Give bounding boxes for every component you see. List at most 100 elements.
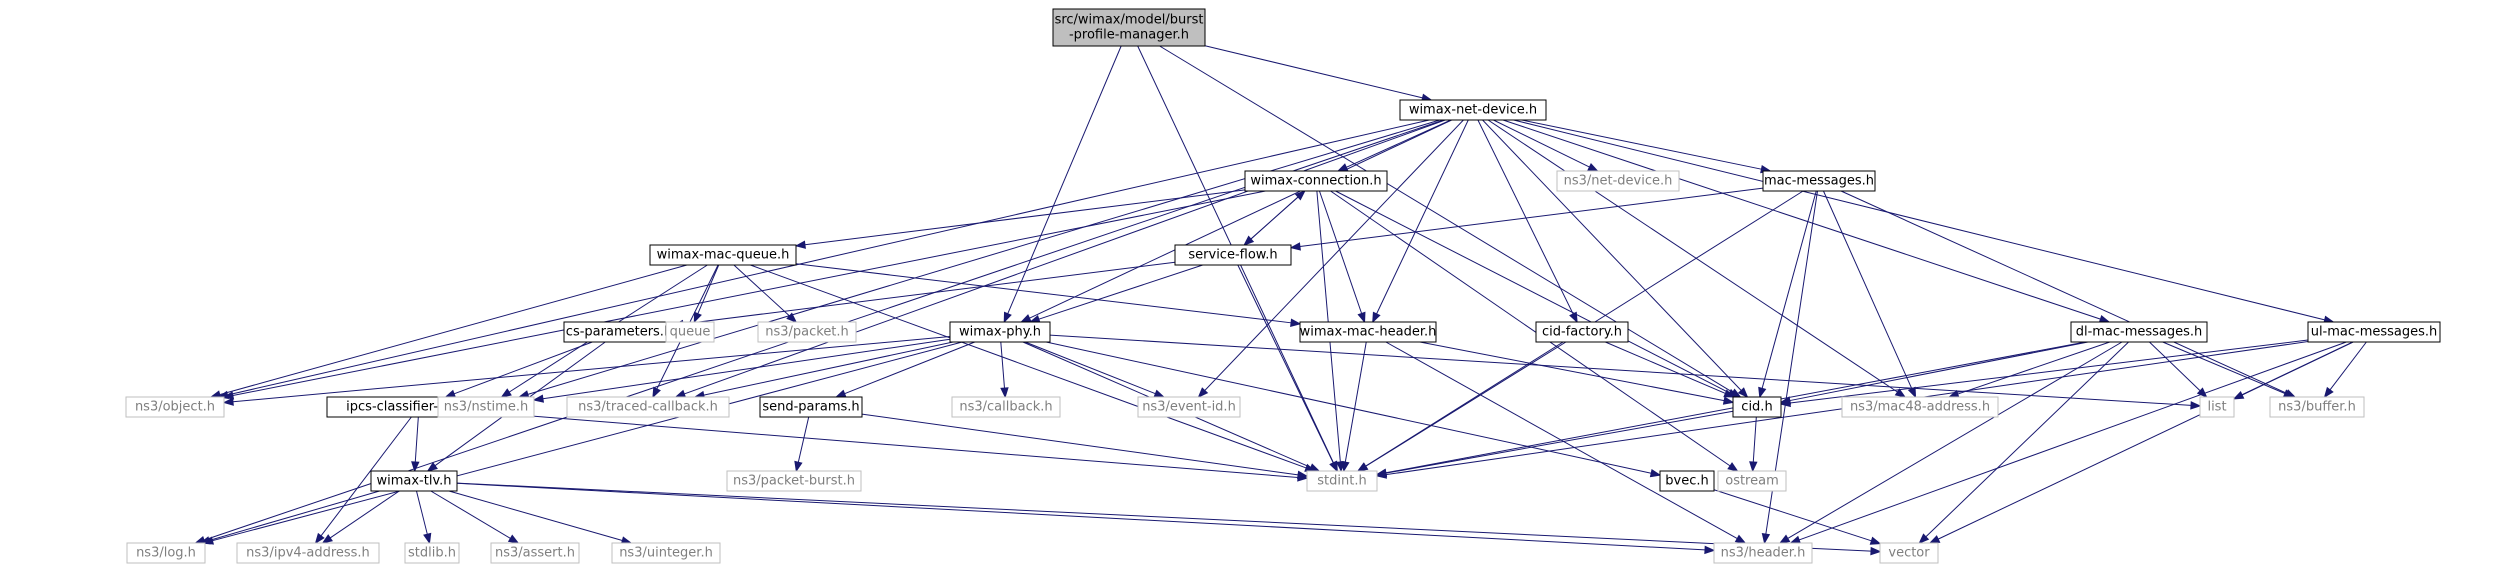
node-label: ns3/callback.h <box>959 400 1052 415</box>
edge-arrowhead <box>444 389 457 398</box>
edge-line <box>1029 119 1452 319</box>
edge-arrowhead <box>1749 461 1758 473</box>
edge-line <box>1713 489 1872 542</box>
edge-ipcs-classifier-record-to-wimax-tlv <box>411 416 420 473</box>
edge-bvec-to-vector <box>1713 489 1882 545</box>
node-label: send-params.h <box>762 400 859 415</box>
node-dl-mac-messages[interactable]: dl-mac-messages.h <box>2070 321 2208 343</box>
node-label: wimax-mac-header.h <box>1300 325 1437 340</box>
node-cs-parameters[interactable]: cs-parameters.h <box>563 321 675 343</box>
edge-arrowhead <box>1778 534 1791 544</box>
node-ul-mac-messages[interactable]: ul-mac-messages.h <box>2307 321 2441 343</box>
node-box <box>2269 396 2365 418</box>
node-cid[interactable]: cid.h <box>1732 396 1782 418</box>
node-mac-messages[interactable]: mac-messages.h <box>1762 170 1876 192</box>
edge-wimax-connection-to-ostream <box>1330 190 1739 472</box>
node-cid-factory[interactable]: cid-factory.h <box>1535 321 1629 343</box>
node-label: ns3/net-device.h <box>1564 174 1673 189</box>
node-ns3-callback: ns3/callback.h <box>951 396 1061 418</box>
edge-wimax-connection-to-wimax-mac-queue <box>794 189 1246 249</box>
edge-arrowhead <box>500 388 512 398</box>
node-box <box>126 542 206 564</box>
edge-line <box>1007 45 1122 314</box>
node-label: ns3/packet.h <box>765 325 849 340</box>
node-wimax-mac-queue[interactable]: wimax-mac-queue.h <box>649 244 797 266</box>
node-wimax-net-device[interactable]: wimax-net-device.h <box>1399 99 1547 121</box>
edge-service-flow-to-stdint <box>1237 264 1338 473</box>
edge-line <box>219 264 688 396</box>
edge-line <box>510 413 1299 478</box>
node-box <box>611 542 721 564</box>
edge-line <box>212 341 963 542</box>
edge-line <box>448 490 623 542</box>
edge-wimax-tlv-to-ns3-assert <box>430 490 520 544</box>
edge-wimax-tlv-to-vector <box>456 482 1882 556</box>
edge-arrowhead <box>834 389 847 398</box>
edge-line <box>844 341 975 395</box>
node-bvec[interactable]: bvec.h <box>1659 470 1715 492</box>
node-queue: queue <box>665 321 715 343</box>
edges-layer <box>194 45 2367 556</box>
edge-root-to-wimax-phy <box>1003 45 1122 324</box>
edge-arrowhead <box>1294 190 1306 201</box>
edge-line <box>1046 341 1652 474</box>
edge-wimax-net-device-to-cid <box>1482 119 1749 398</box>
edge-mac-messages-to-ns3-mac48-address <box>1823 190 1917 399</box>
edge-wimax-phy-to-ns3-object <box>222 336 951 406</box>
node-label: wimax-connection.h <box>1250 174 1381 189</box>
node-wimax-phy[interactable]: wimax-phy.h <box>949 321 1051 343</box>
node-box <box>1841 396 1999 418</box>
edge-line <box>1038 264 1203 320</box>
node-label: cid.h <box>1741 400 1772 415</box>
edge-line <box>1840 190 2287 394</box>
node-box <box>1762 170 1876 192</box>
node-wimax-mac-header[interactable]: wimax-mac-header.h <box>1299 321 1437 343</box>
edge-wimax-tlv-to-ns3-uinteger <box>448 490 633 545</box>
edge-wimax-net-device-to-wimax-mac-header <box>1372 119 1469 324</box>
node-ns3-packet: ns3/packet.h <box>757 321 857 343</box>
edge-arrowhead <box>1290 318 1302 327</box>
edge-wimax-connection-to-cid <box>1335 190 1739 398</box>
node-wimax-tlv[interactable]: wimax-tlv.h <box>370 470 458 492</box>
node-label: ns3/mac48-address.h <box>1850 400 1990 415</box>
node-wimax-connection[interactable]: wimax-connection.h <box>1244 170 1388 192</box>
node-service-flow[interactable]: service-flow.h <box>1174 244 1292 266</box>
edge-dl-mac-messages-to-vector <box>1918 341 2129 544</box>
node-label: ns3/object.h <box>135 400 215 415</box>
edge-arrowhead <box>1894 388 1907 398</box>
node-label: list <box>2207 400 2226 415</box>
edge-wimax-mac-queue-to-wimax-mac-header <box>795 263 1302 327</box>
node-box <box>490 542 580 564</box>
edge-wimax-connection-to-ns3-object <box>222 190 1266 400</box>
edge-service-flow-to-wimax-connection <box>1243 190 1306 246</box>
edge-line <box>430 490 511 539</box>
edge-line <box>1605 341 1726 394</box>
edge-line <box>1049 334 2192 406</box>
node-ns3-packet-burst: ns3/packet-burst.h <box>726 470 862 492</box>
edge-arrowhead <box>411 461 420 473</box>
edge-arrowhead <box>2190 401 2202 410</box>
edge-arrowhead <box>1734 534 1747 544</box>
edge-arrowhead <box>1356 462 1369 472</box>
node-box <box>2199 396 2235 418</box>
edge-wimax-phy-to-ns3-traced-callback <box>693 341 954 400</box>
edge-arrowhead <box>1758 386 1767 399</box>
node-box <box>437 396 535 418</box>
node-label: ns3/log.h <box>136 546 196 561</box>
edge-arrowhead <box>1372 311 1381 324</box>
edge-line <box>733 264 790 317</box>
node-stdint: stdint.h <box>1306 470 1378 492</box>
edge-dl-mac-messages-to-ns3-buffer <box>2162 341 2295 398</box>
edge-cid-factory-to-cid <box>1605 341 1735 398</box>
edge-wimax-mac-header-to-stdint <box>1341 341 1367 473</box>
edge-root-to-cid <box>1159 45 1742 398</box>
node-send-params[interactable]: send-params.h <box>759 396 863 418</box>
edge-wimax-net-device-to-ul-mac-messages <box>1513 119 2335 324</box>
edge-wimax-tlv-to-ns3-log <box>199 490 380 545</box>
edge-line <box>453 341 593 395</box>
edge-line <box>232 190 1266 397</box>
edge-arrowhead <box>1341 460 1350 473</box>
node-box <box>759 396 863 418</box>
edge-arrowhead <box>1649 468 1662 478</box>
